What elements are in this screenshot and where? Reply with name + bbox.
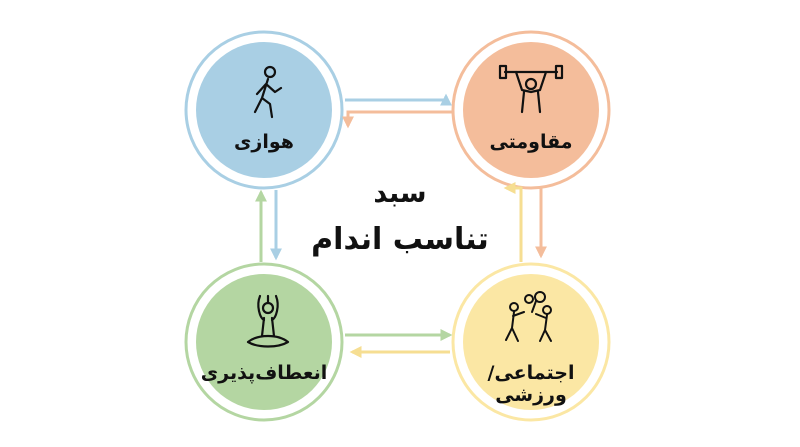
center-title-line2: تناسب اندام xyxy=(311,222,489,257)
arrow-aerobic-to-resistance xyxy=(345,93,452,106)
resistance-node xyxy=(463,42,599,178)
resistance-label: مقاومتی xyxy=(489,131,573,153)
arrow-social-to-resistance xyxy=(503,182,523,262)
social-ring xyxy=(451,262,611,422)
weightlifter-icon xyxy=(498,64,564,114)
aerobic-node xyxy=(196,42,332,178)
aerobic-ring xyxy=(184,30,344,190)
center-title-line1: سبد xyxy=(373,178,427,209)
aerobic-label: هوازی xyxy=(234,131,294,153)
yoga-pose-icon xyxy=(246,294,290,348)
flexibility-node xyxy=(196,274,332,410)
resistance-ring xyxy=(451,30,611,190)
social-node xyxy=(463,274,599,410)
arrow-resistance-to-aerobic xyxy=(342,110,454,129)
people-playing-icon xyxy=(505,291,552,342)
flexibility-label: انعطاف‌پذیری xyxy=(200,362,328,384)
social-label: اجتماعی/ورزشی xyxy=(487,362,575,406)
flexibility-ring xyxy=(184,262,344,422)
walking-person-icon xyxy=(253,65,283,119)
